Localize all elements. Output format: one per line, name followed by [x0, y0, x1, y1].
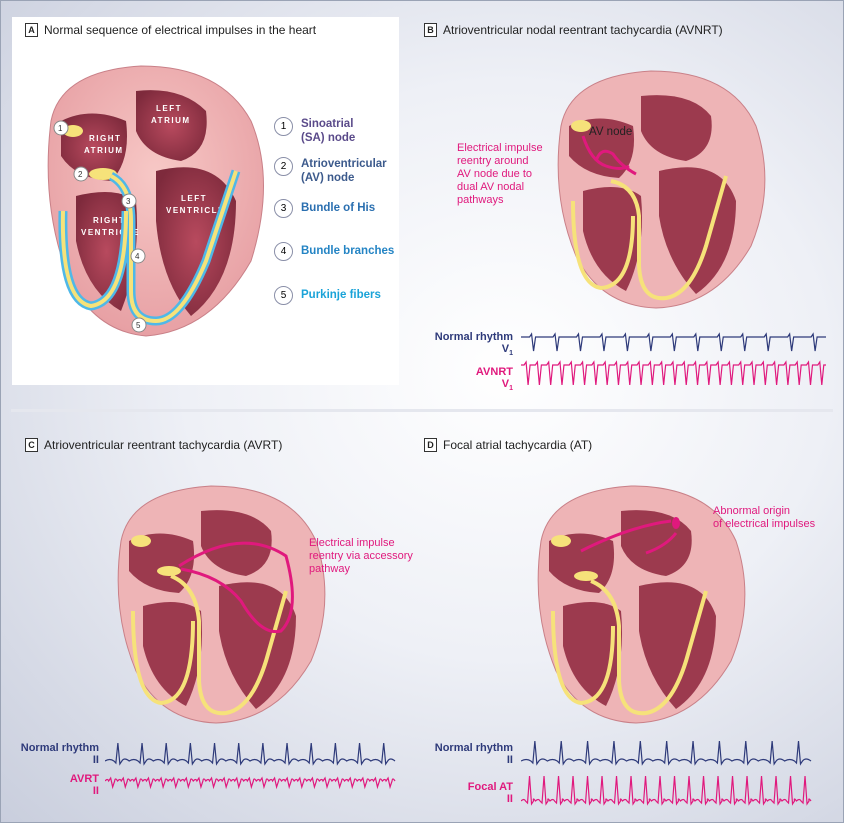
legend-label: Bundle of His: [301, 202, 376, 214]
annotation-line: AV node due to: [457, 168, 533, 180]
avnrt-annotation: Electrical impulse reentry around AV nod…: [457, 142, 543, 207]
legend-item-bundle-branches: 4 Bundle branches: [274, 242, 411, 261]
panel-d-title-text: Focal atrial tachycardia (AT): [443, 438, 593, 452]
marker-4: 4: [130, 248, 146, 264]
heart-diagram-a: LEFT ATRIUM RIGHT ATRIUM LEFT VENTRICLE …: [47, 65, 264, 337]
annotation-line: Abnormal origin: [713, 505, 791, 517]
at-annotation: Abnormal origin of electrical impulses: [713, 505, 815, 531]
lead-label: II: [92, 785, 99, 797]
ecg-trace-normal: [105, 742, 396, 766]
annotation-line: dual AV nodal: [457, 181, 525, 193]
legend-number: 1: [274, 117, 293, 136]
legend-label: (SA) node: [301, 132, 356, 144]
panel-a-title: A Normal sequence of electrical impulses…: [25, 23, 316, 37]
normal-rhythm-label: Normal rhythm: [434, 331, 513, 343]
panel-c-letter: C: [25, 438, 38, 452]
ecg-trace-avrt: [105, 776, 396, 790]
avrt-annotation: Electrical impulse reentry via accessory…: [309, 537, 413, 576]
marker-2: 2: [73, 166, 89, 182]
heart-diagram-c: [117, 485, 326, 724]
legend-label: Bundle branches: [301, 245, 395, 257]
annotation-line: of electrical impulses: [713, 518, 816, 530]
ecg-d-normal-label: Normal rhythm II: [421, 742, 513, 766]
normal-rhythm-label: Normal rhythm: [20, 742, 99, 754]
legend-number: 4: [274, 242, 293, 261]
ecg-d-traces: [521, 740, 812, 806]
svg-text:1: 1: [58, 124, 63, 133]
marker-5: 5: [131, 317, 147, 333]
ecg-trace-avnrt: [521, 360, 826, 386]
svg-text:3: 3: [126, 197, 131, 206]
panel-c-title-text: Atrioventricular reentrant tachycardia (…: [44, 438, 283, 452]
avrt-label: AVRT: [69, 773, 99, 785]
svg-text:2: 2: [78, 170, 83, 179]
lead-subscript: 1: [509, 350, 513, 358]
legend-label: Purkinje fibers: [301, 289, 381, 301]
lead-label: II: [506, 754, 513, 766]
right-atrium-label-1: RIGHT: [89, 134, 121, 143]
legend-label: Atrioventricular: [301, 158, 387, 170]
panel-a-title-text: Normal sequence of electrical impulses i…: [44, 23, 317, 37]
left-atrium-label-1: LEFT: [156, 104, 182, 113]
annotation-line: Electrical impulse: [309, 537, 395, 549]
left-ventricle-label-1: LEFT: [181, 194, 207, 203]
lead-label: V: [501, 378, 510, 390]
legend-number: 3: [274, 199, 293, 218]
panel-divider: [11, 409, 833, 412]
lead-label: II: [92, 754, 99, 766]
panel-d-letter: D: [424, 438, 437, 452]
left-atrium-label-2: ATRIUM: [151, 116, 191, 125]
legend-item-purkinje-fibers: 5 Purkinje fibers: [274, 286, 411, 305]
ecg-c-normal-label: Normal rhythm II: [7, 742, 99, 766]
lead-label: V: [501, 343, 510, 355]
lead-subscript: 1: [509, 385, 513, 393]
ecg-b-normal-label: Normal rhythm V1: [421, 331, 513, 360]
lead-label: II: [506, 793, 513, 805]
panel-b-title: B Atrioventricular nodal reentrant tachy…: [424, 23, 723, 37]
marker-1: 1: [53, 120, 69, 136]
legend-item-sa-node: 1 Sinoatrial (SA) node: [274, 117, 411, 145]
panel-b-letter: B: [424, 23, 437, 37]
annotation-line: pathways: [457, 194, 504, 206]
panel-a-letter: A: [25, 23, 38, 37]
svg-text:4: 4: [135, 252, 140, 261]
ecg-b-traces: [521, 332, 826, 386]
ecg-trace-normal: [521, 740, 812, 766]
legend-item-bundle-of-his: 3 Bundle of His: [274, 199, 411, 218]
annotation-line: reentry around: [457, 155, 529, 167]
legend-number: 5: [274, 286, 293, 305]
right-ventricle-label-2: VENTRICLE: [81, 228, 140, 237]
svg-text:5: 5: [136, 321, 141, 330]
panel-d-title: D Focal atrial tachycardia (AT): [424, 438, 592, 452]
legend-number: 2: [274, 157, 293, 176]
marker-3: 3: [121, 193, 137, 209]
right-atrium-label-2: ATRIUM: [84, 146, 124, 155]
av-node: [89, 168, 117, 180]
annotation-line: Electrical impulse: [457, 142, 543, 154]
normal-rhythm-label: Normal rhythm: [434, 742, 513, 754]
legend-label: (AV) node: [301, 172, 355, 184]
avnrt-label: AVNRT: [475, 366, 513, 378]
ecg-c-abnormal-label: AVRT II: [7, 773, 99, 797]
annotation-line: pathway: [309, 563, 350, 575]
ecg-d-abnormal-label: Focal AT II: [421, 781, 513, 805]
panel-b-title-text: Atrioventricular nodal reentrant tachyca…: [443, 23, 723, 37]
legend-label: Sinoatrial: [301, 118, 354, 130]
panel-c-title: C Atrioventricular reentrant tachycardia…: [25, 438, 282, 452]
ecg-trace-normal: [521, 332, 826, 352]
heart-diagram-d: [537, 485, 746, 724]
left-ventricle-label-2: VENTRICLE: [166, 206, 225, 215]
ecg-b-abnormal-label: AVNRT V1: [421, 366, 513, 395]
heart-diagram-b: [557, 70, 766, 309]
annotation-line: reentry via accessory: [309, 550, 413, 562]
legend-item-av-node: 2 Atrioventricular (AV) node: [274, 157, 411, 185]
ecg-c-traces: [105, 742, 396, 790]
right-ventricle-label-1: RIGHT: [93, 216, 125, 225]
focal-at-label: Focal AT: [467, 781, 513, 793]
av-node-label: AV node: [589, 126, 633, 138]
ecg-trace-focal-at: [521, 775, 812, 806]
